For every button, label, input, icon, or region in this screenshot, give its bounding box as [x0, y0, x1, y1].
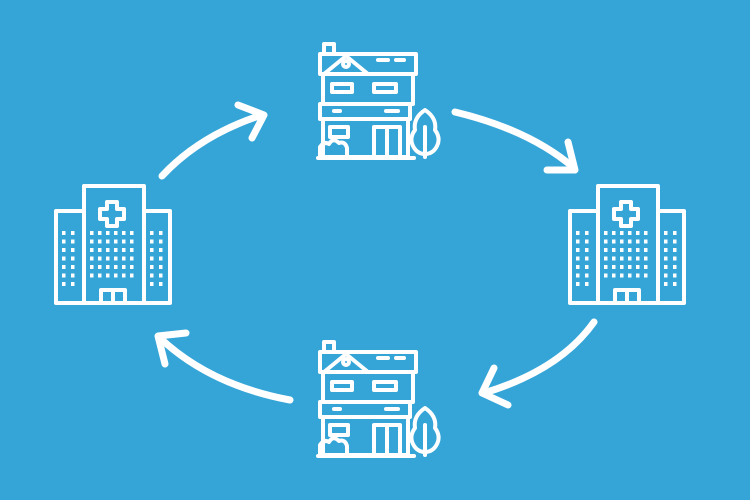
arrow-top-right — [451, 108, 579, 174]
arrow-bottom-left — [154, 329, 294, 404]
arrow-bottom-right — [478, 318, 598, 409]
arrow-top-left — [158, 101, 268, 180]
